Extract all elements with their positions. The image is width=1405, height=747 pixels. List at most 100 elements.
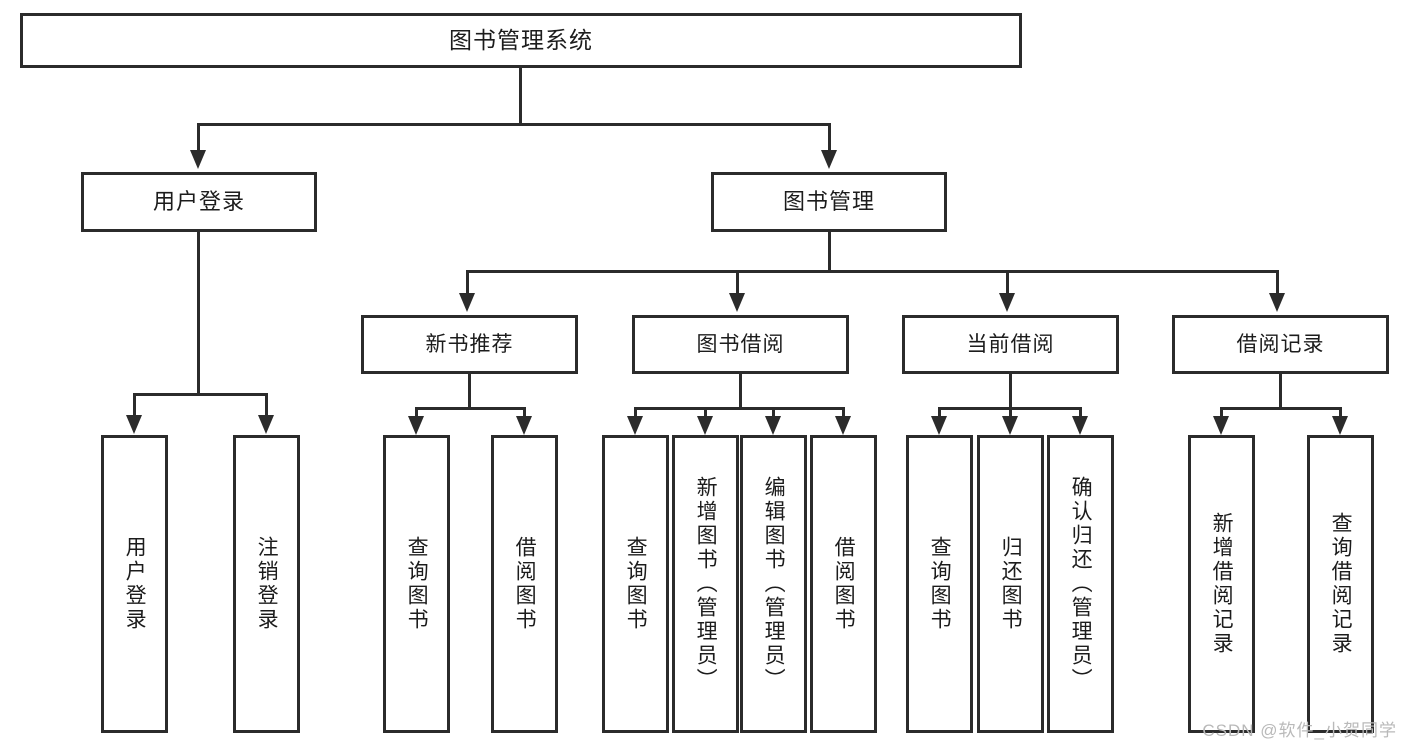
node-label: 编辑图书（管理员） bbox=[762, 476, 786, 692]
connector-bb-child-2 bbox=[704, 407, 707, 419]
node-label: 当前借阅 bbox=[966, 332, 1055, 356]
arrowhead-bb-child-2 bbox=[697, 416, 713, 435]
connector-to-user-login bbox=[197, 123, 200, 151]
connector-user-login-child-1 bbox=[133, 393, 136, 416]
connector-cb-child-1 bbox=[938, 407, 941, 419]
leaf-text-wrap: 归还图书 bbox=[980, 438, 1041, 730]
connector-user-login-stem bbox=[197, 232, 200, 393]
leaf-text-wrap: 用户登录 bbox=[104, 438, 165, 730]
node-user-login[interactable]: 用户登录 bbox=[81, 172, 317, 232]
node-label: 确认归还（管理员） bbox=[1069, 476, 1093, 692]
leaf-cb-return-book[interactable]: 归还图书 bbox=[977, 435, 1044, 733]
node-label: 用户登录 bbox=[152, 189, 245, 215]
node-label: 图书借阅 bbox=[696, 332, 785, 356]
node-label: 查询图书 bbox=[928, 536, 952, 632]
node-root-book-management-system[interactable]: 图书管理系统 bbox=[20, 13, 1022, 68]
leaf-cb-confirm-return-admin[interactable]: 确认归还（管理员） bbox=[1047, 435, 1114, 733]
leaf-br-query-record[interactable]: 查询借阅记录 bbox=[1307, 435, 1374, 733]
arrowhead-user-login-child-2 bbox=[258, 415, 274, 434]
node-label: 图书管理 bbox=[782, 189, 875, 215]
leaf-user-login[interactable]: 用户登录 bbox=[101, 435, 168, 733]
leaf-bb-edit-book-admin[interactable]: 编辑图书（管理员） bbox=[740, 435, 807, 733]
node-label: 查询图书 bbox=[624, 536, 648, 632]
node-current-borrow[interactable]: 当前借阅 bbox=[902, 315, 1119, 374]
node-label: 借阅记录 bbox=[1236, 332, 1325, 356]
connector-book-borrow-bus bbox=[634, 407, 845, 410]
connector-new-book-recommend-stem bbox=[468, 374, 471, 407]
node-label: 查询借阅记录 bbox=[1329, 512, 1353, 656]
arrowhead-br-child-1 bbox=[1213, 416, 1229, 435]
node-label: 新书推荐 bbox=[425, 332, 514, 356]
connector-br-child-1 bbox=[1220, 407, 1223, 419]
connector-br-child-2 bbox=[1339, 407, 1342, 419]
arrowhead-to-current-borrow bbox=[999, 293, 1015, 312]
arrowhead-nbr-child-2 bbox=[516, 416, 532, 435]
connector-cb-child-2 bbox=[1009, 407, 1012, 419]
leaf-nbr-query-book[interactable]: 查询图书 bbox=[383, 435, 450, 733]
node-book-borrow[interactable]: 图书借阅 bbox=[632, 315, 849, 374]
arrowhead-bb-child-1 bbox=[627, 416, 643, 435]
connector-bb-child-3 bbox=[772, 407, 775, 419]
connector-to-book-management bbox=[828, 123, 831, 151]
connector-new-book-recommend-bus bbox=[415, 407, 526, 410]
node-label: 新增借阅记录 bbox=[1210, 512, 1234, 656]
connector-borrow-record-stem bbox=[1279, 374, 1282, 407]
csdn-watermark: CSDN @软件_小贺同学 bbox=[1202, 721, 1397, 740]
leaf-bb-query-book[interactable]: 查询图书 bbox=[602, 435, 669, 733]
connector-to-borrow-record bbox=[1276, 270, 1279, 294]
connector-root-stem bbox=[519, 68, 522, 123]
connector-nbr-child-2 bbox=[523, 407, 526, 419]
arrowhead-bb-child-3 bbox=[765, 416, 781, 435]
connector-book-management-stem bbox=[828, 232, 831, 270]
leaf-cb-query-book[interactable]: 查询图书 bbox=[906, 435, 973, 733]
arrowhead-nbr-child-1 bbox=[408, 416, 424, 435]
connector-level2-bus bbox=[197, 123, 831, 126]
leaf-text-wrap: 借阅图书 bbox=[494, 438, 555, 730]
leaf-text-wrap: 查询借阅记录 bbox=[1310, 438, 1371, 730]
leaf-text-wrap: 编辑图书（管理员） bbox=[743, 438, 804, 730]
node-borrow-record[interactable]: 借阅记录 bbox=[1172, 315, 1389, 374]
leaf-bb-borrow-book[interactable]: 借阅图书 bbox=[810, 435, 877, 733]
leaf-text-wrap: 确认归还（管理员） bbox=[1050, 438, 1111, 730]
node-label: 借阅图书 bbox=[513, 536, 537, 632]
arrowhead-bb-child-4 bbox=[835, 416, 851, 435]
connector-borrow-record-bus bbox=[1220, 407, 1342, 410]
connector-current-borrow-stem bbox=[1009, 374, 1012, 407]
connector-to-book-borrow bbox=[736, 270, 739, 294]
leaf-text-wrap: 新增借阅记录 bbox=[1191, 438, 1252, 730]
leaf-logout[interactable]: 注销登录 bbox=[233, 435, 300, 733]
leaf-text-wrap: 借阅图书 bbox=[813, 438, 874, 730]
leaf-bb-add-book-admin[interactable]: 新增图书（管理员） bbox=[672, 435, 739, 733]
arrowhead-cb-child-1 bbox=[931, 416, 947, 435]
node-label: 归还图书 bbox=[999, 536, 1023, 632]
node-label: 查询图书 bbox=[405, 536, 429, 632]
node-book-management[interactable]: 图书管理 bbox=[711, 172, 947, 232]
leaf-br-add-record[interactable]: 新增借阅记录 bbox=[1188, 435, 1255, 733]
connector-bb-child-4 bbox=[842, 407, 845, 419]
leaf-nbr-borrow-book[interactable]: 借阅图书 bbox=[491, 435, 558, 733]
node-new-book-recommend[interactable]: 新书推荐 bbox=[361, 315, 578, 374]
arrowhead-to-book-borrow bbox=[729, 293, 745, 312]
leaf-text-wrap: 注销登录 bbox=[236, 438, 297, 730]
connector-to-current-borrow bbox=[1006, 270, 1009, 294]
arrowhead-to-user-login bbox=[190, 150, 206, 169]
arrowhead-to-book-management bbox=[821, 150, 837, 169]
connector-bb-child-1 bbox=[634, 407, 637, 419]
arrowhead-br-child-2 bbox=[1332, 416, 1348, 435]
connector-cb-child-3 bbox=[1079, 407, 1082, 419]
arrowhead-user-login-child-1 bbox=[126, 415, 142, 434]
connector-nbr-child-1 bbox=[415, 407, 418, 419]
arrowhead-to-borrow-record bbox=[1269, 293, 1285, 312]
node-label: 用户登录 bbox=[123, 536, 147, 632]
arrowhead-cb-child-3 bbox=[1072, 416, 1088, 435]
arrowhead-cb-child-2 bbox=[1002, 416, 1018, 435]
connector-user-login-child-2 bbox=[265, 393, 268, 416]
node-label: 借阅图书 bbox=[832, 536, 856, 632]
leaf-text-wrap: 新增图书（管理员） bbox=[675, 438, 736, 730]
node-label: 图书管理系统 bbox=[449, 27, 593, 54]
connector-level3-bus bbox=[466, 270, 1278, 273]
node-label: 注销登录 bbox=[255, 536, 279, 632]
connector-user-login-bus bbox=[133, 393, 268, 396]
arrowhead-to-new-book-recommend bbox=[459, 293, 475, 312]
